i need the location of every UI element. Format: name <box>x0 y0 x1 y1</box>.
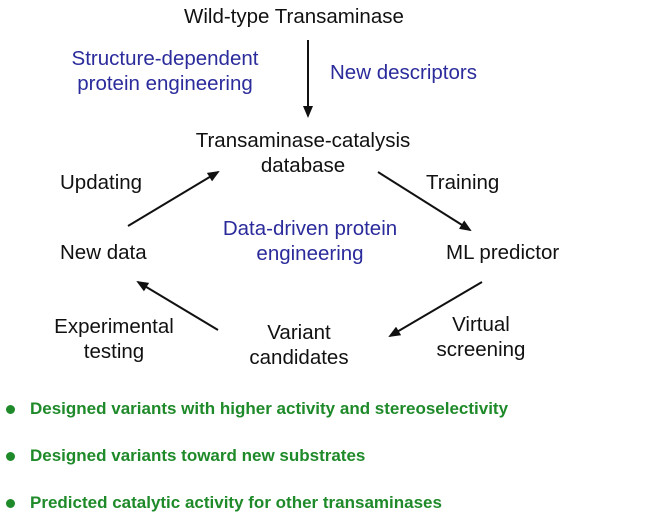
node-wild-type: Wild-type Transaminase <box>184 5 404 28</box>
label-training: Training <box>426 171 500 194</box>
arrow-ml-to-variants <box>388 281 483 338</box>
label-new-descriptors: New descriptors <box>330 61 477 84</box>
arrow-variants-to-newdata <box>136 280 219 331</box>
node-variant-candidates: Variant candidates <box>249 321 349 369</box>
bullet-text: Designed variants with higher activity a… <box>30 399 509 418</box>
label-updating: Updating <box>60 171 143 194</box>
node-database: Transaminase-catalysis database <box>195 129 411 177</box>
bullet-text: Predicted catalytic activity for other t… <box>30 493 442 512</box>
label-virtual-screening: Virtual screening <box>436 313 526 361</box>
node-new-data: New data <box>60 241 147 264</box>
label-experimental-testing: Experimental testing <box>54 315 174 363</box>
list-item: Predicted catalytic activity for other t… <box>6 492 442 514</box>
label-structure-dependent: Structure-dependent protein engineering <box>71 47 259 95</box>
label-data-driven: Data-driven protein engineering <box>222 217 398 265</box>
bullet-dot-icon <box>6 404 15 414</box>
bullet-dot-icon <box>6 498 15 508</box>
list-item: Designed variants with higher activity a… <box>6 398 508 420</box>
list-item: Designed variants toward new substrates <box>6 445 365 467</box>
bullet-text: Designed variants toward new substrates <box>30 446 366 465</box>
arrow-newdata-to-database <box>127 170 220 227</box>
arrow-database-to-ml <box>377 171 472 232</box>
bullet-dot-icon <box>6 451 15 461</box>
node-ml-predictor: ML predictor <box>446 241 560 264</box>
